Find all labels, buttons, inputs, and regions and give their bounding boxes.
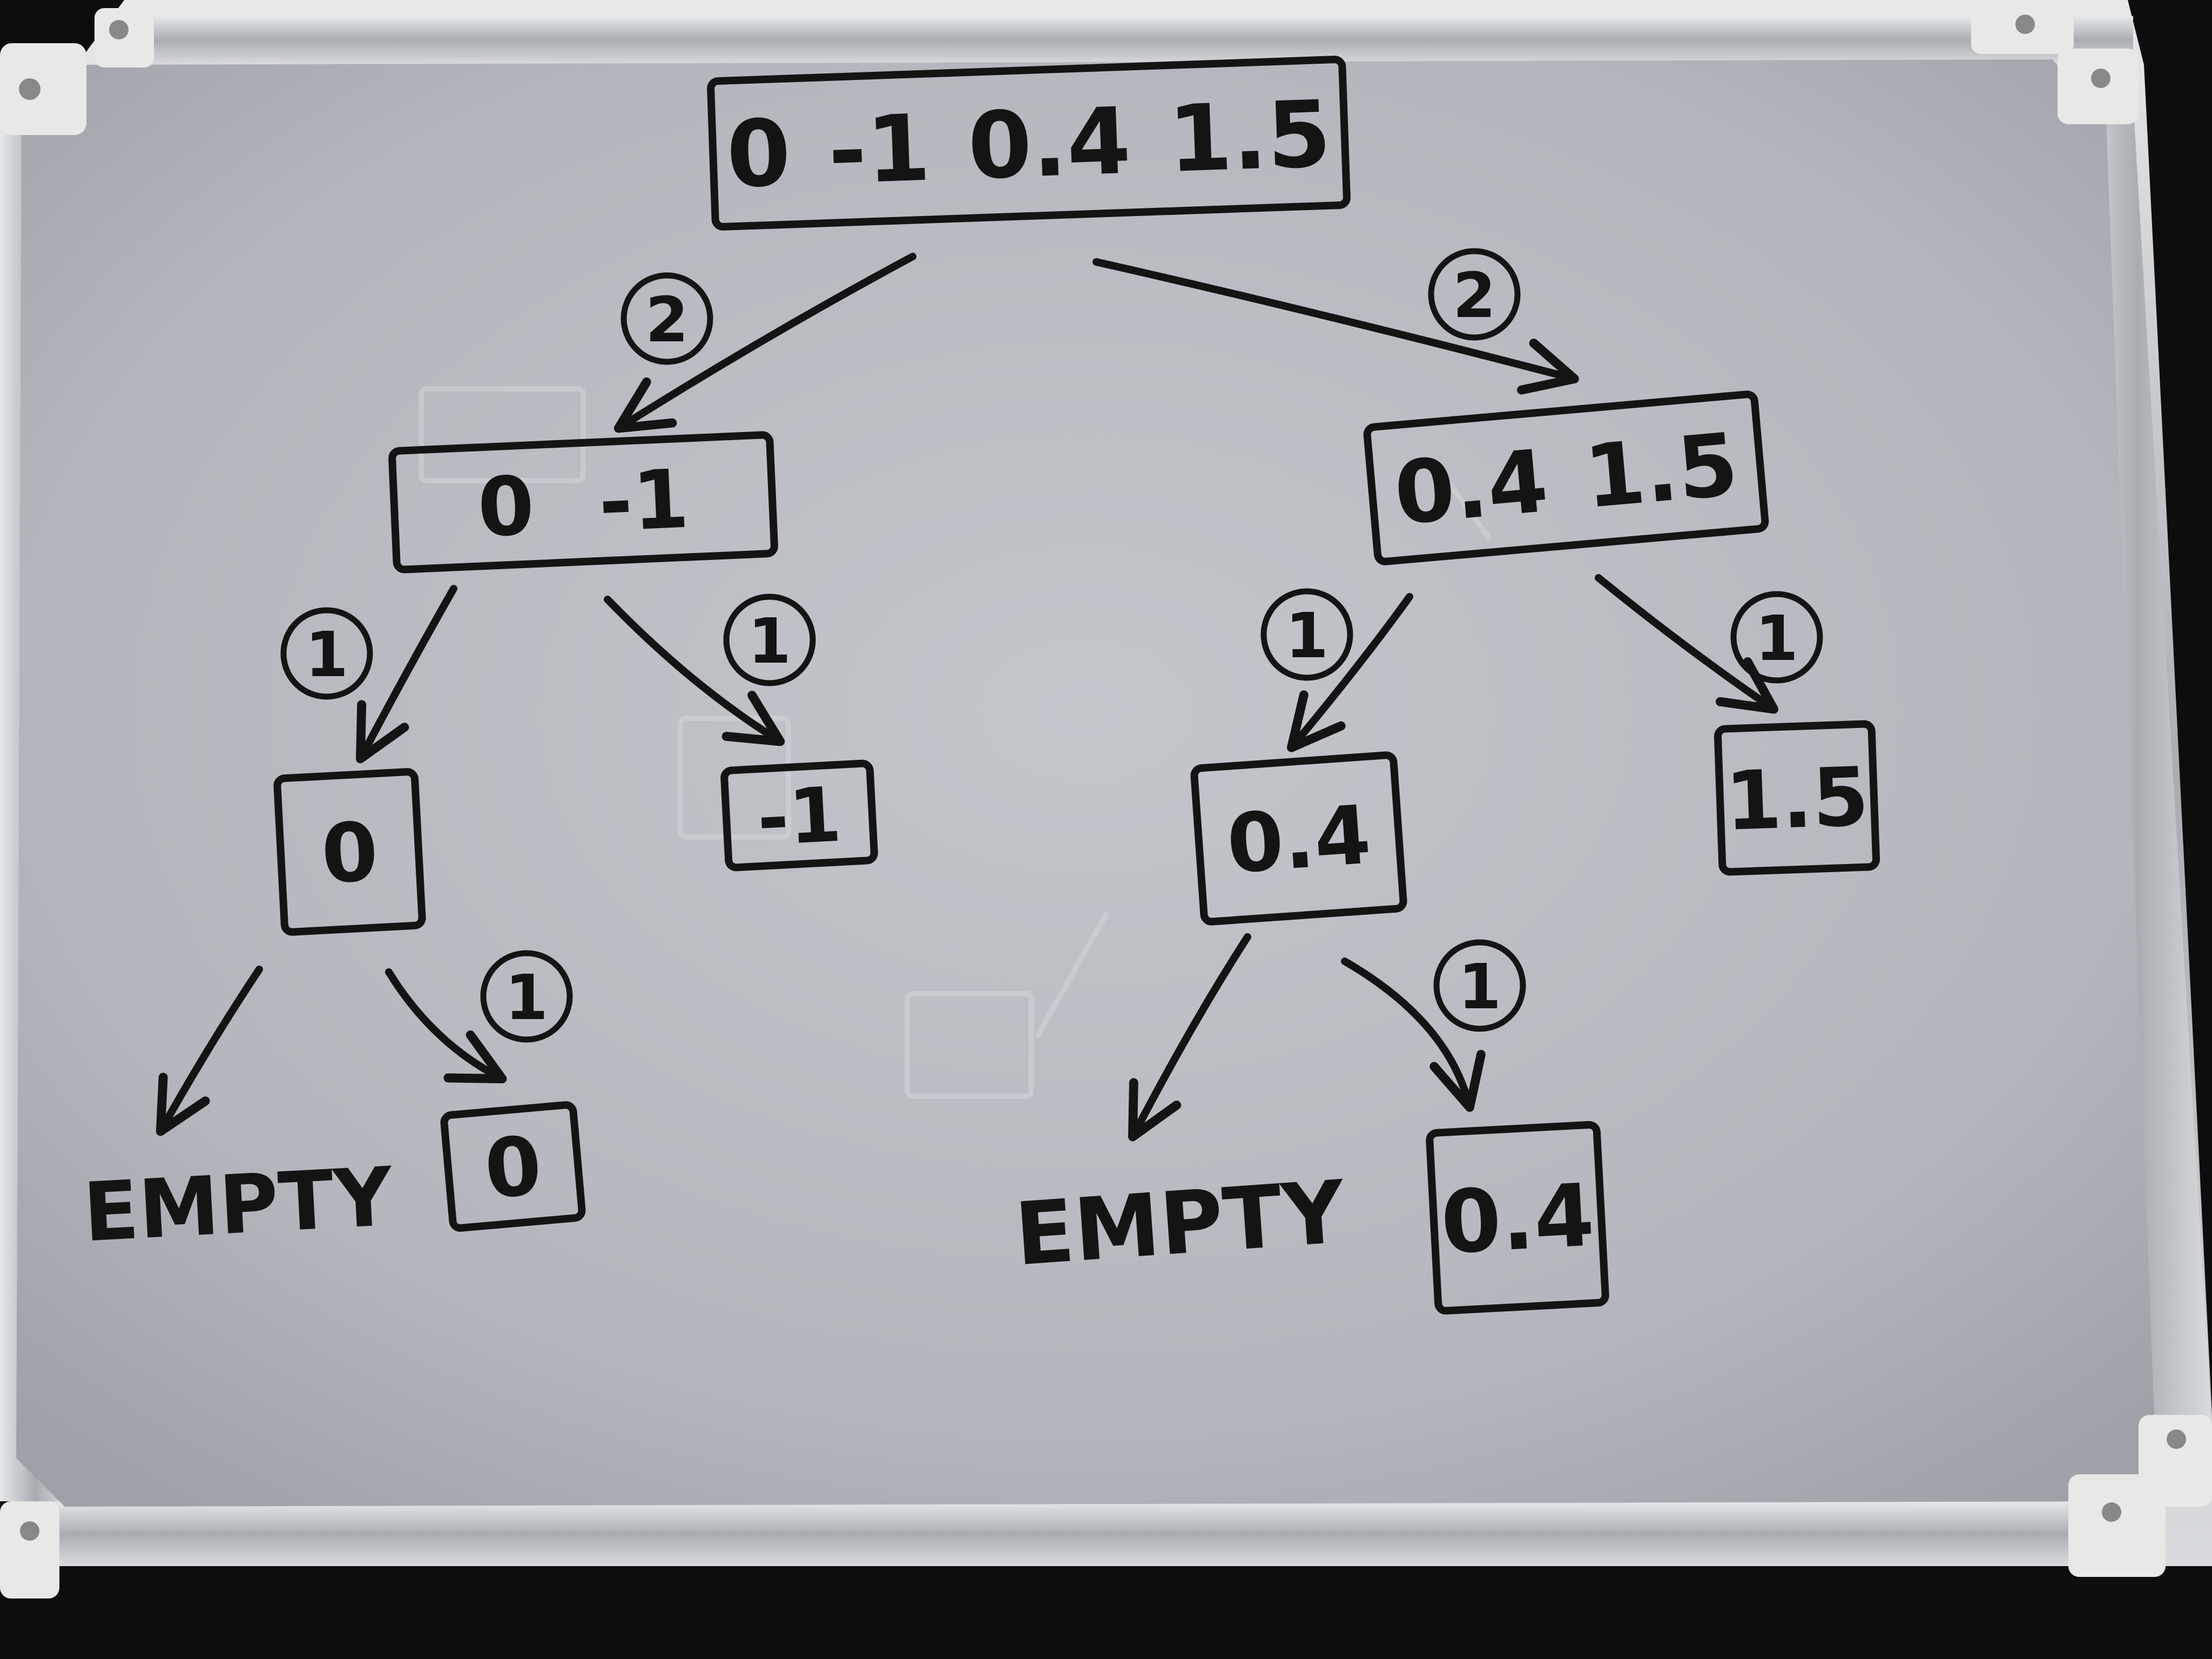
edge-count-badge-root-to-left: 2 (621, 272, 713, 365)
edge-count-label: 1 (305, 619, 348, 691)
node-values: 0 -1 0.4 1.5 (725, 81, 1333, 209)
frame-top-rail (135, 16, 2133, 65)
node-values: 0.4 1.5 (1391, 414, 1742, 544)
node-box (707, 56, 1351, 231)
edge-arrow-root-to-left (613, 253, 916, 433)
node-values: 0 (481, 1119, 545, 1217)
edge-arrow-right-left-to-rl-right (1341, 957, 1486, 1112)
node-value: 1.5 (1724, 750, 1871, 849)
edge-count-label: 1 (748, 605, 791, 678)
tree-node-left-left: 0 (273, 768, 426, 936)
erased-ghost-marks (419, 386, 1493, 1099)
edge-count-badge-right-to-right-left: 1 (1260, 588, 1353, 681)
edge-count-circle (1428, 248, 1521, 341)
tree-node-right-right: 1.5 (1714, 720, 1880, 876)
tree-node-right-left: 0.4 (1190, 751, 1407, 926)
edge-count-circle (723, 594, 816, 686)
node-box (1190, 751, 1407, 926)
board-surface (16, 59, 2155, 1507)
node-box (440, 1101, 586, 1232)
node-value: 0 (476, 459, 536, 555)
edge-count-badge-right-left-to-rl-right: 1 (1433, 939, 1526, 1032)
node-box (1426, 1121, 1609, 1315)
node-values: -1 (755, 771, 844, 863)
node-box (720, 759, 878, 872)
corner-cap-bottom-right (2068, 1415, 2212, 1577)
empty-leaves: EMPTY EMPTY (81, 1150, 1349, 1285)
node-values: 1.5 (1724, 750, 1871, 849)
node-box (1714, 720, 1880, 876)
corner-cap-top-right (1971, 0, 2139, 124)
node-value: 1.5 (1166, 81, 1333, 193)
corner-cap-top-left (0, 8, 154, 135)
tree-node-root: 0 -1 0.4 1.5 (707, 56, 1351, 231)
edge-count-label: 1 (1458, 951, 1501, 1023)
node-box (388, 431, 778, 574)
node-value: 0 (319, 805, 380, 902)
tree-edges: 2 2 1 1 1 1 1 1 (156, 248, 1823, 1142)
edge-arrow-left-to-left-left (355, 585, 457, 764)
edge-count-badge-right-to-right-right: 1 (1730, 591, 1823, 684)
node-box (273, 768, 426, 936)
node-value: -1 (597, 453, 691, 550)
tree-node-right: 0.4 1.5 (1363, 390, 1769, 565)
empty-label-right: EMPTY (1012, 1161, 1349, 1285)
corner-cap-bottom-left (0, 1501, 59, 1599)
edge-count-circle (1433, 939, 1526, 1032)
node-value: 1.5 (1581, 414, 1742, 528)
node-value: 0.4 (1439, 1164, 1597, 1273)
node-value: -1 (826, 95, 932, 205)
node-values: 0.4 (1439, 1164, 1597, 1273)
edge-count-label: 2 (645, 284, 689, 356)
edge-count-label: 1 (1285, 600, 1328, 672)
edge-count-badge-left-to-left-left: 1 (280, 607, 373, 700)
edge-count-badge-left-left-to-ll-right: 1 (480, 950, 573, 1043)
edge-arrow-left-left-to-ll-empty (156, 966, 263, 1136)
edge-count-badge-root-to-right: 2 (1428, 248, 1521, 341)
node-box (1363, 390, 1769, 565)
edge-count-circle (1730, 591, 1823, 684)
edge-arrow-left-to-left-right (604, 596, 785, 746)
tree-node-rl-right: 0.4 (1426, 1121, 1609, 1315)
tree-nodes: 0 -1 0.4 1.5 0 -1 0.4 1.5 0 -1 0.4 1.5 0 0.4 (273, 56, 1880, 1315)
tree-node-left-right: -1 (720, 759, 878, 872)
edge-arrow-right-to-right-left (1287, 593, 1413, 752)
edge-count-badge-left-to-left-right: 1 (723, 594, 816, 686)
node-values: 0 -1 (476, 453, 691, 556)
edge-arrow-left-left-to-ll-right (385, 968, 507, 1083)
edge-arrow-root-to-right (1092, 258, 1579, 395)
edge-count-circle (280, 607, 373, 700)
node-value: -1 (755, 771, 844, 863)
edge-count-label: 2 (1453, 260, 1496, 332)
node-values: 0 (319, 805, 380, 902)
edge-count-label: 1 (505, 962, 548, 1034)
edge-count-circle (480, 950, 573, 1043)
node-value: 0.4 (966, 88, 1132, 200)
frame-bottom-rail (54, 1501, 2149, 1566)
empty-label-left: EMPTY (81, 1150, 396, 1260)
node-value: 0.4 (1224, 788, 1374, 892)
node-value: 0.4 (1391, 430, 1552, 544)
node-value: 0 (481, 1119, 545, 1217)
node-value: 0 (725, 100, 792, 209)
tree-node-ll-right: 0 (440, 1101, 586, 1232)
edge-count-circle (1260, 588, 1353, 681)
edge-count-label: 1 (1755, 603, 1798, 675)
edge-count-circle (621, 272, 713, 365)
frame-corners (0, 0, 2212, 1599)
tree-node-left: 0 -1 (388, 431, 778, 574)
edge-arrow-right-left-to-rl-empty (1128, 933, 1251, 1142)
edge-arrow-right-to-right-right (1595, 574, 1779, 714)
node-values: 0.4 (1224, 788, 1374, 892)
